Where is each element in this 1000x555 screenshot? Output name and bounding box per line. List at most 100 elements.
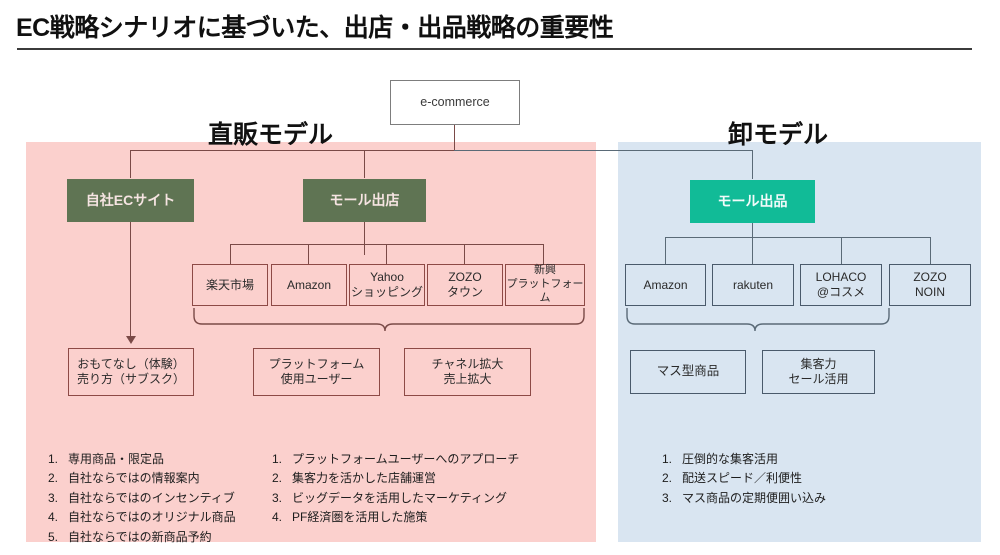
outcome-mass-products[interactable]: マス型商品: [630, 350, 746, 394]
connector-root-stem: [454, 125, 456, 151]
outcome-line2: 売上拡大: [443, 372, 492, 386]
panel-label-direct-sales: 直販モデル: [208, 121, 334, 149]
outcome-line2: セール活用: [788, 372, 849, 386]
platform-label-line1: 新興: [534, 264, 556, 277]
connector-split-right: [454, 150, 752, 152]
platform-label-line1: LOHACO: [815, 270, 867, 284]
mall-benefit-item-text: PF経済圏を活用した施策: [292, 510, 428, 525]
node-own-ec-site[interactable]: 自社ECサイト: [67, 179, 194, 222]
wholesale-benefit-item: 2. 配送スピード／利便性: [662, 469, 902, 488]
connector-own-ec-stem: [130, 150, 132, 178]
wholesale-benefit-item-number: 1.: [662, 452, 673, 466]
wholesale-benefit-item: 1. 圧倒的な集客活用: [662, 450, 902, 469]
mall-benefit-item: 3. ビッグデータを活用したマーケティング: [272, 489, 542, 508]
node-platform-emerging[interactable]: 新興 プラットフォーム: [505, 264, 585, 306]
wholesale-benefit-item-number: 2.: [662, 471, 673, 486]
outcome-line1: 集客力: [800, 357, 837, 371]
title-divider: [17, 48, 972, 50]
node-wholesale-zozo-noin[interactable]: ZOZO NOIN: [889, 264, 971, 306]
platform-label-line1: ZOZO: [913, 270, 947, 284]
connector-platform-stem-5: [543, 244, 545, 264]
wholesale-benefit-item-text: マス商品の定期便囲い込み: [682, 490, 827, 505]
own-ec-benefit-item-text: 専用商品・限定品: [68, 452, 165, 466]
wholesale-benefit-item: 3. マス商品の定期便囲い込み: [662, 489, 902, 508]
outcome-traffic-sale[interactable]: 集客力 セール活用: [762, 350, 875, 394]
outcome-line2: 使用ユーザー: [280, 372, 353, 386]
connector-platform-stem-2: [308, 244, 310, 264]
connector-own-ec-arrow-line: [130, 222, 132, 338]
connector-split-left: [130, 150, 454, 152]
own-ec-benefit-item-text: 自社ならではの情報案内: [68, 471, 200, 486]
platform-label-line1: ZOZO: [448, 270, 482, 284]
mall-benefit-item-text: 集客力を活かした店舗運営: [292, 471, 437, 486]
connector-own-ec-arrowhead: [126, 336, 136, 344]
connector-brace-left-platforms: [193, 308, 585, 332]
platform-label-line2: NOIN: [915, 285, 945, 299]
own-ec-benefit-item: 4. 自社ならではのオリジナル商品: [48, 508, 258, 527]
node-wholesale-lohaco-cosme[interactable]: LOHACO @コスメ: [800, 264, 882, 306]
platform-label: Amazon: [286, 277, 332, 292]
mall-benefit-item-number: 4.: [272, 510, 283, 525]
mall-benefit-item: 2. 集客力を活かした店舗運営: [272, 469, 542, 488]
outcome-line1: おもてなし（体験）: [77, 357, 185, 371]
own-ec-benefit-item-number: 5.: [48, 529, 59, 544]
own-ec-benefit-item-number: 3.: [48, 490, 59, 505]
node-ecommerce-root[interactable]: e-commerce: [390, 80, 520, 125]
outcome-line1: プラットフォーム: [268, 357, 365, 371]
connector-mall-listing-stem: [752, 150, 754, 179]
mall-benefit-item-text: ビッグデータを活用したマーケティング: [292, 490, 508, 505]
own-ec-benefit-item-number: 1.: [48, 452, 59, 466]
wholesale-benefit-item-number: 3.: [662, 490, 673, 505]
connector-mall-stem: [364, 150, 366, 178]
platform-label-line2: タウン: [446, 285, 483, 299]
node-platform-zozo-town[interactable]: ZOZO タウン: [427, 264, 503, 306]
page-title: EC戦略シナリオに基づいた、出店・出品戦略の重要性: [16, 14, 614, 42]
own-ec-benefit-item-number: 4.: [48, 510, 59, 525]
node-wholesale-amazon[interactable]: Amazon: [625, 264, 706, 306]
connector-wholesale-stem-3: [841, 237, 843, 264]
mall-benefit-item-number: 2.: [272, 471, 283, 486]
node-wholesale-rakuten[interactable]: rakuten: [712, 264, 794, 306]
outcome-platform-users[interactable]: プラットフォーム 使用ユーザー: [253, 348, 380, 396]
node-platform-rakuten-ichiba[interactable]: 楽天市場: [192, 264, 268, 306]
mall-benefit-item-number: 3.: [272, 490, 283, 505]
node-platform-yahoo-shopping[interactable]: Yahoo ショッピング: [349, 264, 425, 306]
own-ec-benefit-item: 1. 専用商品・限定品: [48, 450, 258, 469]
list-wholesale-benefits: 1. 圧倒的な集客活用 2. 配送スピード／利便性 3. マス商品の定期便囲い込み: [662, 450, 902, 508]
outcome-line2: 売り方（サブスク）: [76, 372, 185, 386]
outcome-channel-expansion[interactable]: チャネル拡大 売上拡大: [404, 348, 531, 396]
connector-wholesale-stem-4: [930, 237, 932, 264]
connector-platform-stem-4: [464, 244, 466, 264]
platform-label-line1: Yahoo: [370, 270, 404, 284]
mall-benefit-item-text: プラットフォームユーザーへのアプローチ: [292, 452, 520, 466]
mall-benefit-item: 1. プラットフォームユーザーへのアプローチ: [272, 450, 542, 469]
connector-wholesale-stem-1: [665, 237, 667, 264]
connector-wholesale-platform-bar: [665, 237, 930, 239]
platform-label-line2: ショッピング: [350, 285, 423, 299]
mall-benefit-item-number: 1.: [272, 452, 283, 466]
node-mall-store[interactable]: モール出店: [303, 179, 426, 222]
node-platform-amazon[interactable]: Amazon: [271, 264, 347, 306]
connector-brace-right-platforms: [626, 308, 890, 332]
platform-label: 楽天市場: [205, 277, 254, 292]
mall-benefit-item: 4. PF経済圏を活用した施策: [272, 508, 542, 527]
own-ec-benefit-item-text: 自社ならではの新商品予約: [68, 529, 212, 544]
connector-platform-stem-3: [386, 244, 388, 264]
platform-label-line2: @コスメ: [816, 285, 866, 299]
outcome-omotenashi[interactable]: おもてなし（体験） 売り方（サブスク）: [68, 348, 194, 396]
own-ec-benefit-item-text: 自社ならではのオリジナル商品: [68, 510, 236, 525]
connector-wholesale-stem-2: [752, 237, 754, 264]
outcome-line1: マス型商品: [656, 364, 720, 379]
node-mall-listing[interactable]: モール出品: [690, 180, 815, 223]
platform-label-line2: プラットフォーム: [506, 278, 584, 304]
connector-platform-stem-1: [230, 244, 232, 264]
connector-mall-drop: [364, 222, 366, 255]
wholesale-benefit-item-text: 圧倒的な集客活用: [682, 452, 779, 466]
own-ec-benefit-item: 2.自社ならではの情報案内: [48, 469, 258, 488]
outcome-line1: チャネル拡大: [431, 357, 504, 371]
wholesale-benefit-item-text: 配送スピード／利便性: [682, 471, 803, 486]
own-ec-benefit-item: 5. 自社ならではの新商品予約: [48, 528, 258, 547]
own-ec-benefit-item: 3.自社ならではのインセンティブ: [48, 489, 258, 508]
